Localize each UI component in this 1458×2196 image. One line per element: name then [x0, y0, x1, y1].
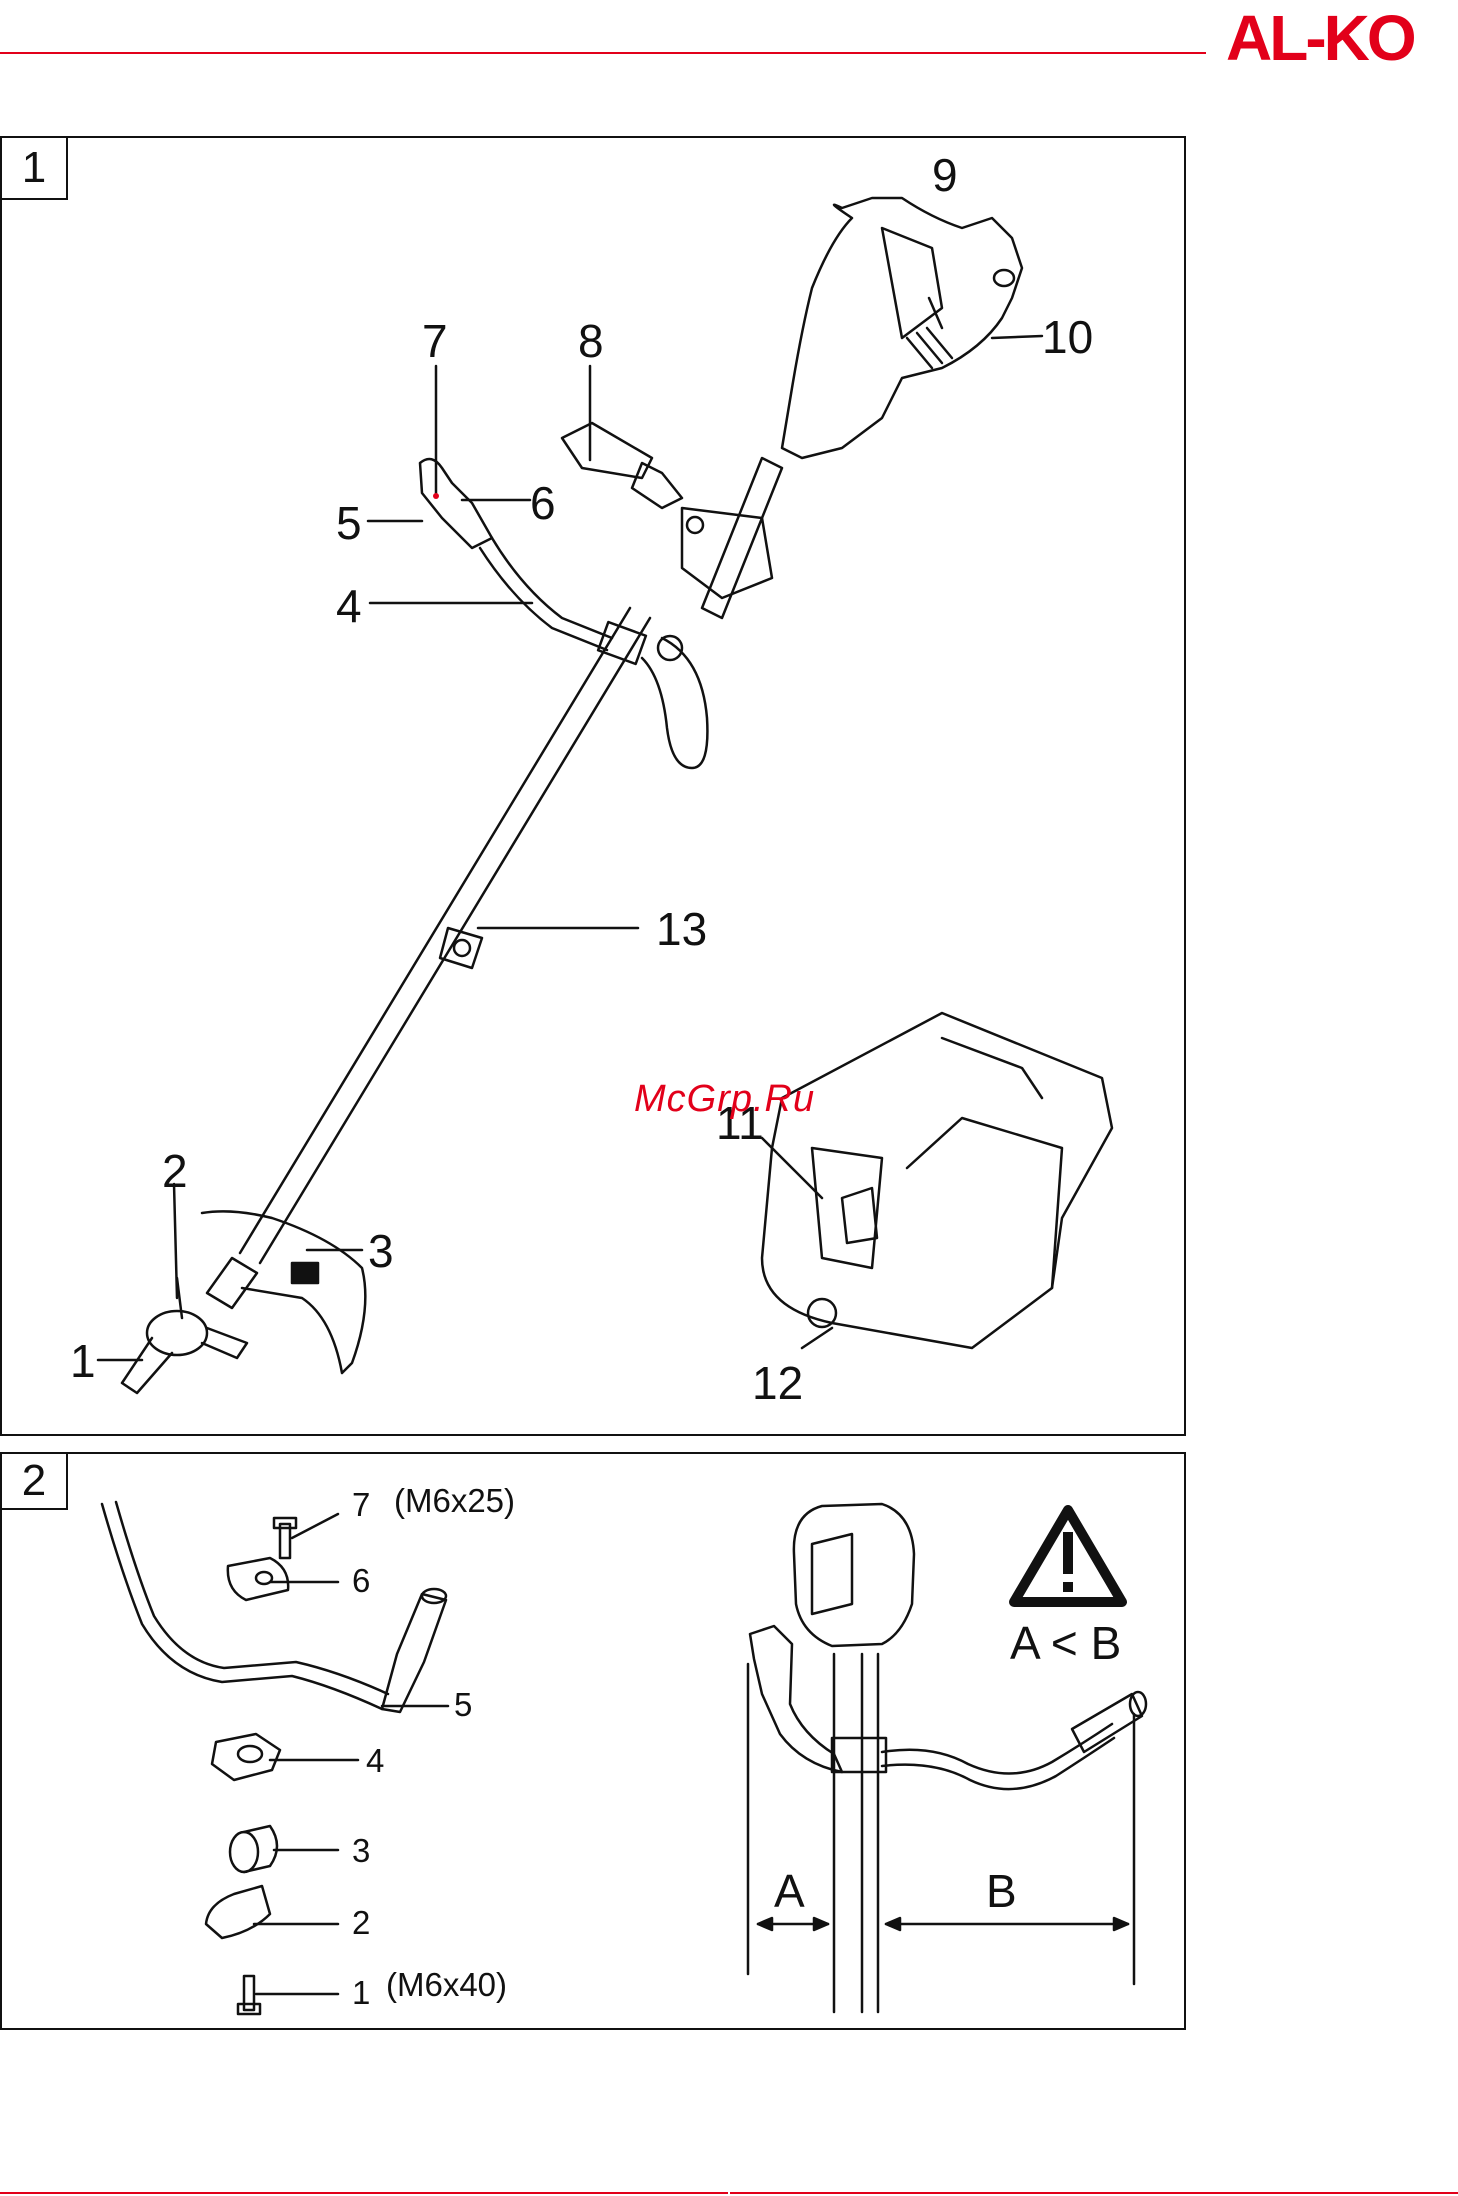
part-5-label: 5 [454, 1688, 472, 1721]
callout-13: 13 [656, 906, 707, 952]
handle-assembly-drawing [2, 1454, 1188, 2032]
callout-5: 5 [336, 500, 362, 546]
callout-2: 2 [162, 1148, 188, 1194]
callout-8: 8 [578, 318, 604, 364]
part-7-spec: (M6x25) [394, 1484, 515, 1517]
inequality-label: A < B [1010, 1620, 1121, 1666]
brand-logo: AL-KO [1226, 6, 1414, 70]
figure-2-panel: 2 7 (M6x25) 6 5 4 3 2 1 (M6x40) A < B A … [0, 1452, 1186, 2030]
dimension-b-label: B [986, 1868, 1017, 1914]
part-7-label: 7 [352, 1488, 370, 1521]
callout-3: 3 [368, 1228, 394, 1274]
watermark-text: McGrp.Ru [634, 1078, 815, 1121]
part-2-label: 2 [352, 1906, 370, 1939]
part-1-spec: (M6x40) [386, 1968, 507, 2001]
callout-4: 4 [336, 583, 362, 629]
figure-1-panel: 1 1 2 3 4 5 6 7 8 9 10 11 12 13 [0, 136, 1186, 1436]
callout-6: 6 [530, 480, 556, 526]
callout-10: 10 [1042, 314, 1093, 360]
warning-triangle-icon [1014, 1510, 1122, 1602]
callout-7: 7 [422, 318, 448, 364]
header-rule [0, 52, 1206, 54]
part-3-label: 3 [352, 1834, 370, 1867]
figure-1-number: 1 [2, 138, 68, 200]
part-6-label: 6 [352, 1564, 370, 1597]
part-4-label: 4 [366, 1744, 384, 1777]
part-1-label: 1 [352, 1976, 370, 2009]
callout-1: 1 [70, 1338, 96, 1384]
footer-rule-left [0, 2192, 728, 2194]
callout-9: 9 [932, 152, 958, 198]
figure-2-number: 2 [2, 1454, 68, 1510]
footer-rule-right [730, 2192, 1458, 2194]
callout-12: 12 [752, 1360, 803, 1406]
dimension-a-label: A [774, 1868, 805, 1914]
